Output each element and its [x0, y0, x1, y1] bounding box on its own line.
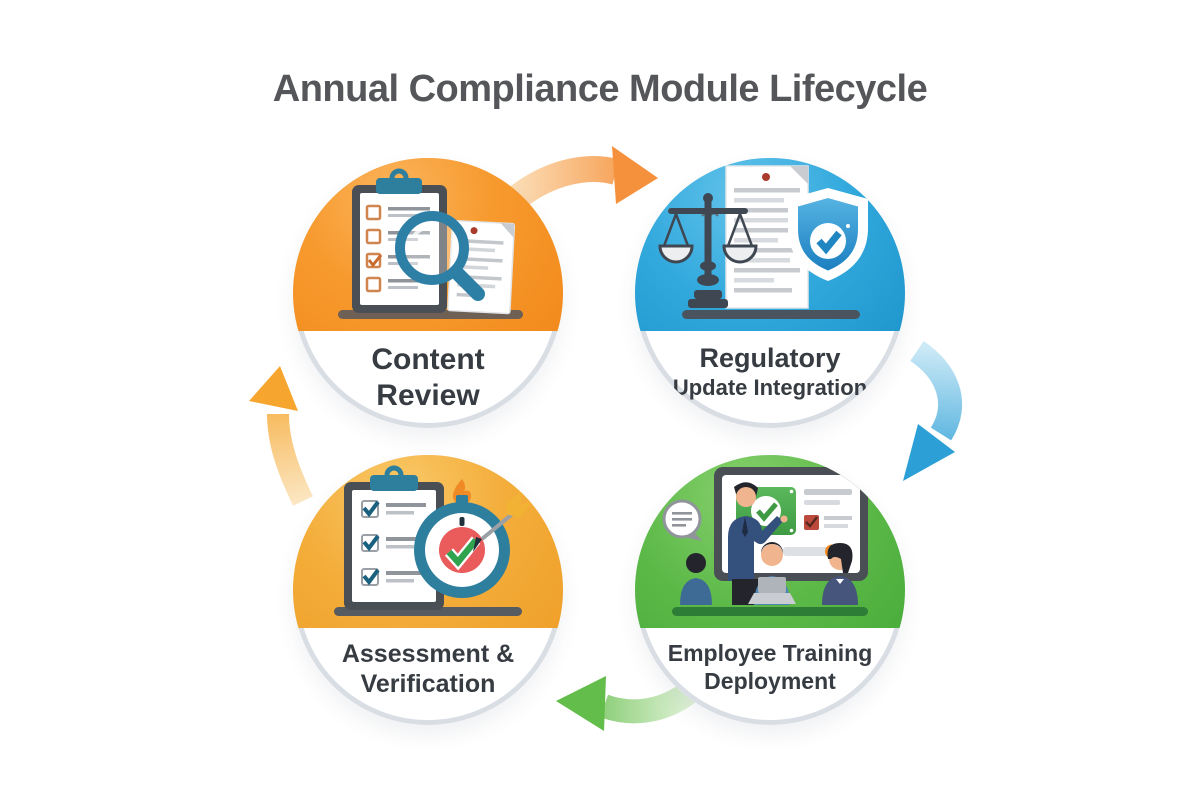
- node-regulatory-update-label: Regulatory Update Integration: [635, 342, 905, 402]
- content-review-illustration: [338, 168, 523, 319]
- node-assessment-verification-dome: [293, 455, 563, 628]
- node-employee-training: Employee Training Deployment: [635, 455, 905, 725]
- table-base: [682, 309, 860, 319]
- arrow-regulatory-to-training-icon: [903, 341, 963, 481]
- node-assessment-verification-label: Assessment & Verification: [293, 639, 563, 700]
- node-content-review-dome: [293, 158, 563, 331]
- speech-bubble-icon: [662, 499, 702, 541]
- dart-icon: [473, 490, 532, 552]
- regulatory-illustration: [658, 165, 868, 319]
- assessment-illustration: [334, 465, 532, 616]
- node-employee-training-dome: [635, 455, 905, 628]
- node-label-line1: Assessment &: [341, 639, 515, 668]
- node-regulatory-update: Regulatory Update Integration: [635, 158, 905, 428]
- node-content-review-label: Content Review: [293, 342, 563, 415]
- node-content-review: Content Review: [293, 158, 563, 428]
- node-employee-training-label: Employee Training Deployment: [635, 639, 905, 695]
- training-illustration: [662, 466, 868, 616]
- diagram-title: Annual Compliance Module Lifecycle: [272, 68, 928, 110]
- shield-check-icon: [788, 187, 868, 281]
- audience-icon: [680, 541, 858, 605]
- node-label-line2: Deployment: [704, 667, 836, 694]
- arrow-training-to-assessment-icon: [556, 676, 696, 731]
- node-label-line1: Employee Training: [667, 639, 873, 666]
- clipboard-checklist-icon: [344, 465, 444, 610]
- node-regulatory-update-dome: [635, 158, 905, 331]
- node-label-line2: Update Integration: [672, 374, 868, 400]
- node-label-line2: Verification: [360, 670, 496, 699]
- floor-base: [672, 606, 868, 616]
- target-check-icon: [414, 494, 510, 598]
- node-label-line1: Regulatory: [699, 342, 841, 373]
- scales-icon: [658, 192, 758, 308]
- presenter-icon: [728, 482, 788, 605]
- node-assessment-verification: Assessment & Verification: [293, 455, 563, 725]
- node-label-line2: Review: [376, 379, 480, 413]
- laptop-icon: [748, 576, 796, 604]
- magnifier-icon: [395, 210, 485, 301]
- node-label-line1: Content: [371, 342, 485, 376]
